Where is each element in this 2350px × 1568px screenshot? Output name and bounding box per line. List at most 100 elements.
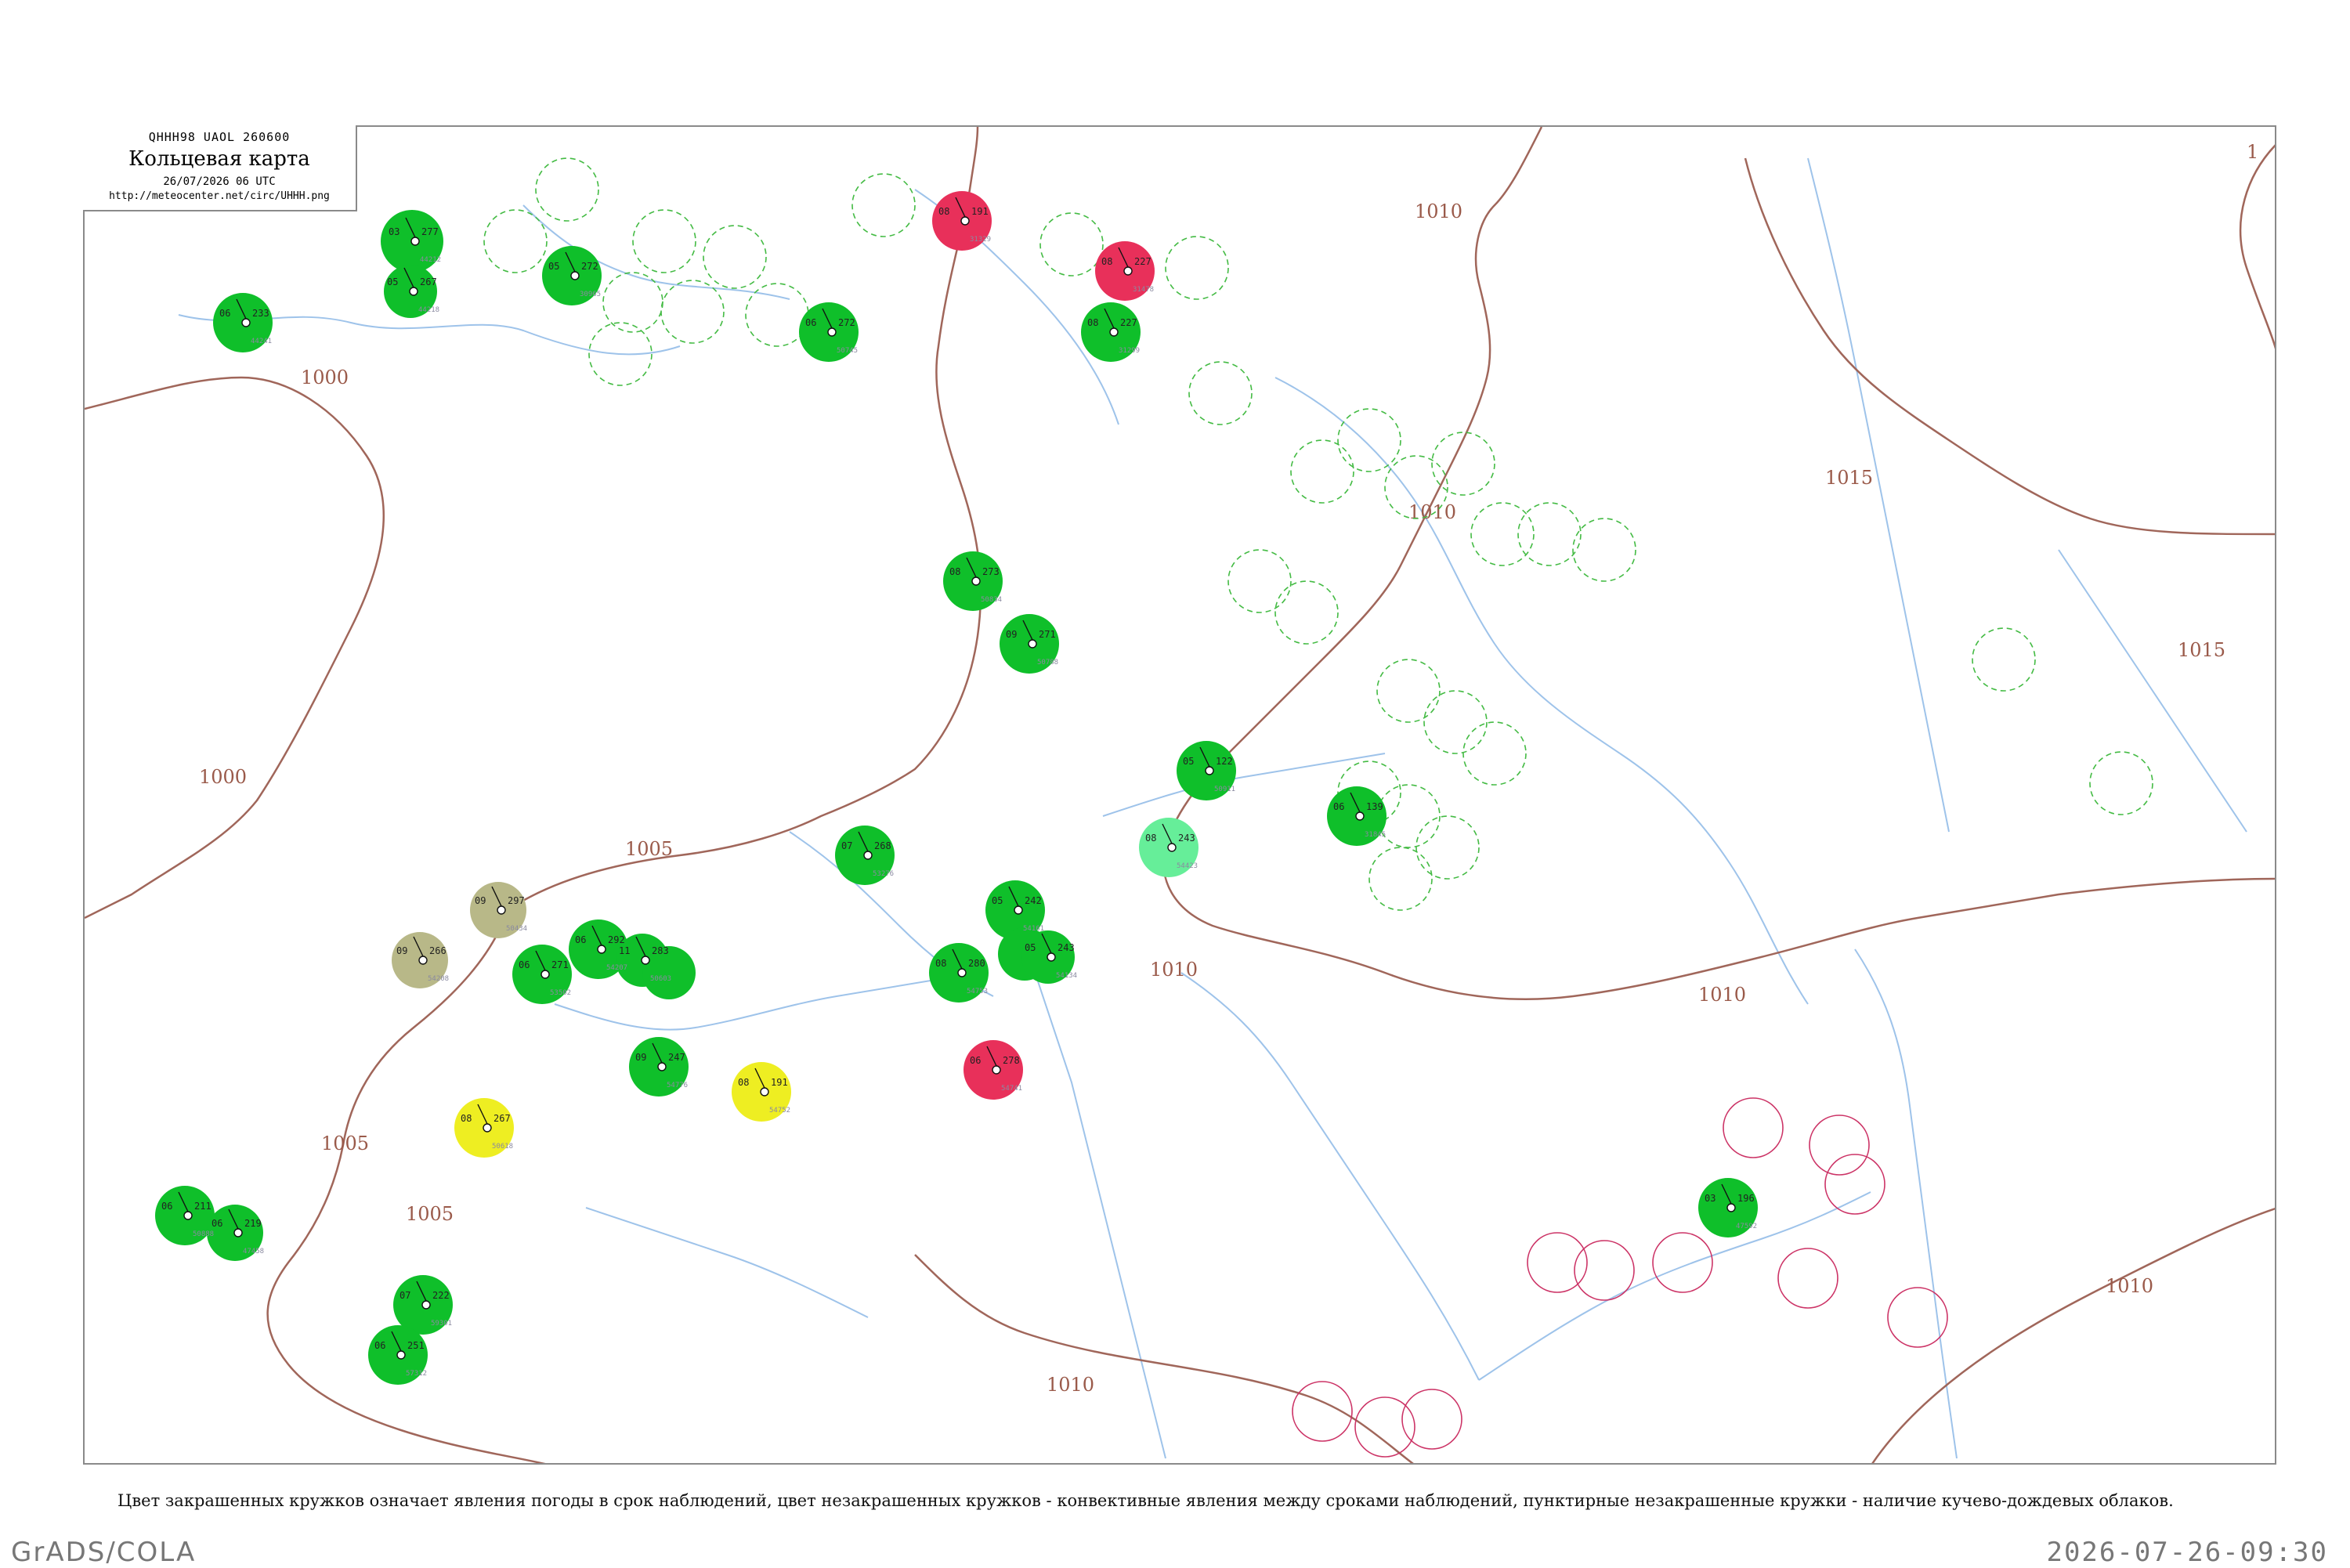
wind-barb <box>236 298 247 320</box>
station-pressure: 271 <box>1039 629 1056 640</box>
cloud-cover-symbol <box>421 1300 431 1310</box>
wind-barb <box>1118 247 1129 268</box>
station-pressure: 211 <box>194 1201 212 1212</box>
isobar-1010-se <box>1871 1208 2275 1463</box>
station-plot: 243 08 54423 <box>1145 823 1198 870</box>
station-id: 54208 <box>428 975 449 983</box>
wind-barb <box>477 1104 488 1125</box>
convective-circles <box>1292 1097 1948 1458</box>
cloud-cover-symbol <box>396 1350 406 1360</box>
river <box>1180 972 1480 1381</box>
river <box>1274 377 1621 754</box>
wind-barb <box>405 217 416 238</box>
station-id: 31299 <box>1119 347 1140 355</box>
wind-barb <box>1104 308 1115 329</box>
cb-circle <box>660 280 725 344</box>
cloud-cover-symbol <box>483 1123 492 1133</box>
isobar-label: 1010 <box>2106 1275 2153 1297</box>
station-pressure: 272 <box>838 317 855 328</box>
station-temperature: 05 <box>548 261 559 272</box>
cloud-cover-symbol <box>241 318 251 327</box>
cloud-cover-symbol <box>1047 952 1056 962</box>
wind-barb <box>1350 792 1361 813</box>
station-temperature: 06 <box>374 1340 385 1351</box>
cloud-cover-symbol <box>1123 266 1133 276</box>
station-id: 54423 <box>1177 862 1198 870</box>
river-network <box>178 157 2247 1459</box>
cloud-cover-symbol <box>957 968 967 977</box>
convective-circle <box>1809 1115 1870 1176</box>
station-temperature: 06 <box>575 934 586 945</box>
cb-circle <box>1972 627 2036 692</box>
convective-circle <box>1527 1232 1588 1293</box>
cloud-cover-symbol <box>1167 843 1177 852</box>
station-pressure: 297 <box>508 895 525 906</box>
cb-circle <box>1423 690 1488 754</box>
map-title-box: QHHH98 UAOL 260600 Кольцевая карта 26/07… <box>83 125 357 211</box>
station-pressure: 272 <box>581 261 598 272</box>
station-temperature: 05 <box>387 276 398 287</box>
river <box>1024 941 1166 1459</box>
cb-circle <box>1431 432 1495 496</box>
wind-barb <box>955 197 966 218</box>
convective-circle <box>1574 1240 1635 1301</box>
cb-circle <box>483 209 548 273</box>
station-pressure: 277 <box>421 226 439 237</box>
convective-circle <box>1401 1389 1462 1450</box>
station-id: 57312 <box>406 1370 427 1378</box>
cloud-cover-symbol <box>971 576 981 586</box>
wind-barb <box>1041 933 1052 954</box>
wind-barb <box>391 1331 402 1352</box>
isobar-label: 1010 <box>1047 1374 1094 1396</box>
cb-circle <box>851 173 916 237</box>
station-id: 54161 <box>1023 925 1044 933</box>
station-temperature: 06 <box>1333 801 1344 812</box>
cloud-cover-symbol <box>418 956 428 965</box>
station-pressure: 283 <box>652 945 669 956</box>
station-temperature: 11 <box>619 945 630 956</box>
wind-barb <box>635 936 646 957</box>
cloud-cover-symbol <box>992 1065 1001 1075</box>
cb-circle <box>1165 236 1229 300</box>
station-temperature: 06 <box>805 317 816 328</box>
station-temperature: 08 <box>738 1077 749 1088</box>
river <box>1619 753 1809 1005</box>
wind-barb <box>952 948 963 970</box>
wind-barb <box>535 950 546 971</box>
river <box>554 972 978 1031</box>
isobar-1010-north <box>1162 127 2275 1000</box>
station-temperature: 08 <box>1145 833 1156 844</box>
station-pressure: 196 <box>1737 1193 1755 1204</box>
cb-circle <box>1227 549 1292 613</box>
station-pressure: 122 <box>1216 756 1233 767</box>
rain-circle <box>642 946 696 999</box>
station-id: 59301 <box>431 1320 452 1328</box>
wind-barb <box>966 557 977 578</box>
cb-cloud-circles <box>483 157 2153 911</box>
cloud-cover-symbol <box>597 945 606 954</box>
station-temperature: 08 <box>1087 317 1098 328</box>
isobar-1015-ne <box>2239 144 2275 350</box>
isobar-label: 1010 <box>1150 959 1198 981</box>
station-id: 50618 <box>492 1143 513 1151</box>
isobar-label: 1005 <box>321 1133 369 1154</box>
station-temperature: 05 <box>992 895 1003 906</box>
station-temperature: 03 <box>389 226 400 237</box>
station-pressure: 243 <box>1178 833 1195 844</box>
